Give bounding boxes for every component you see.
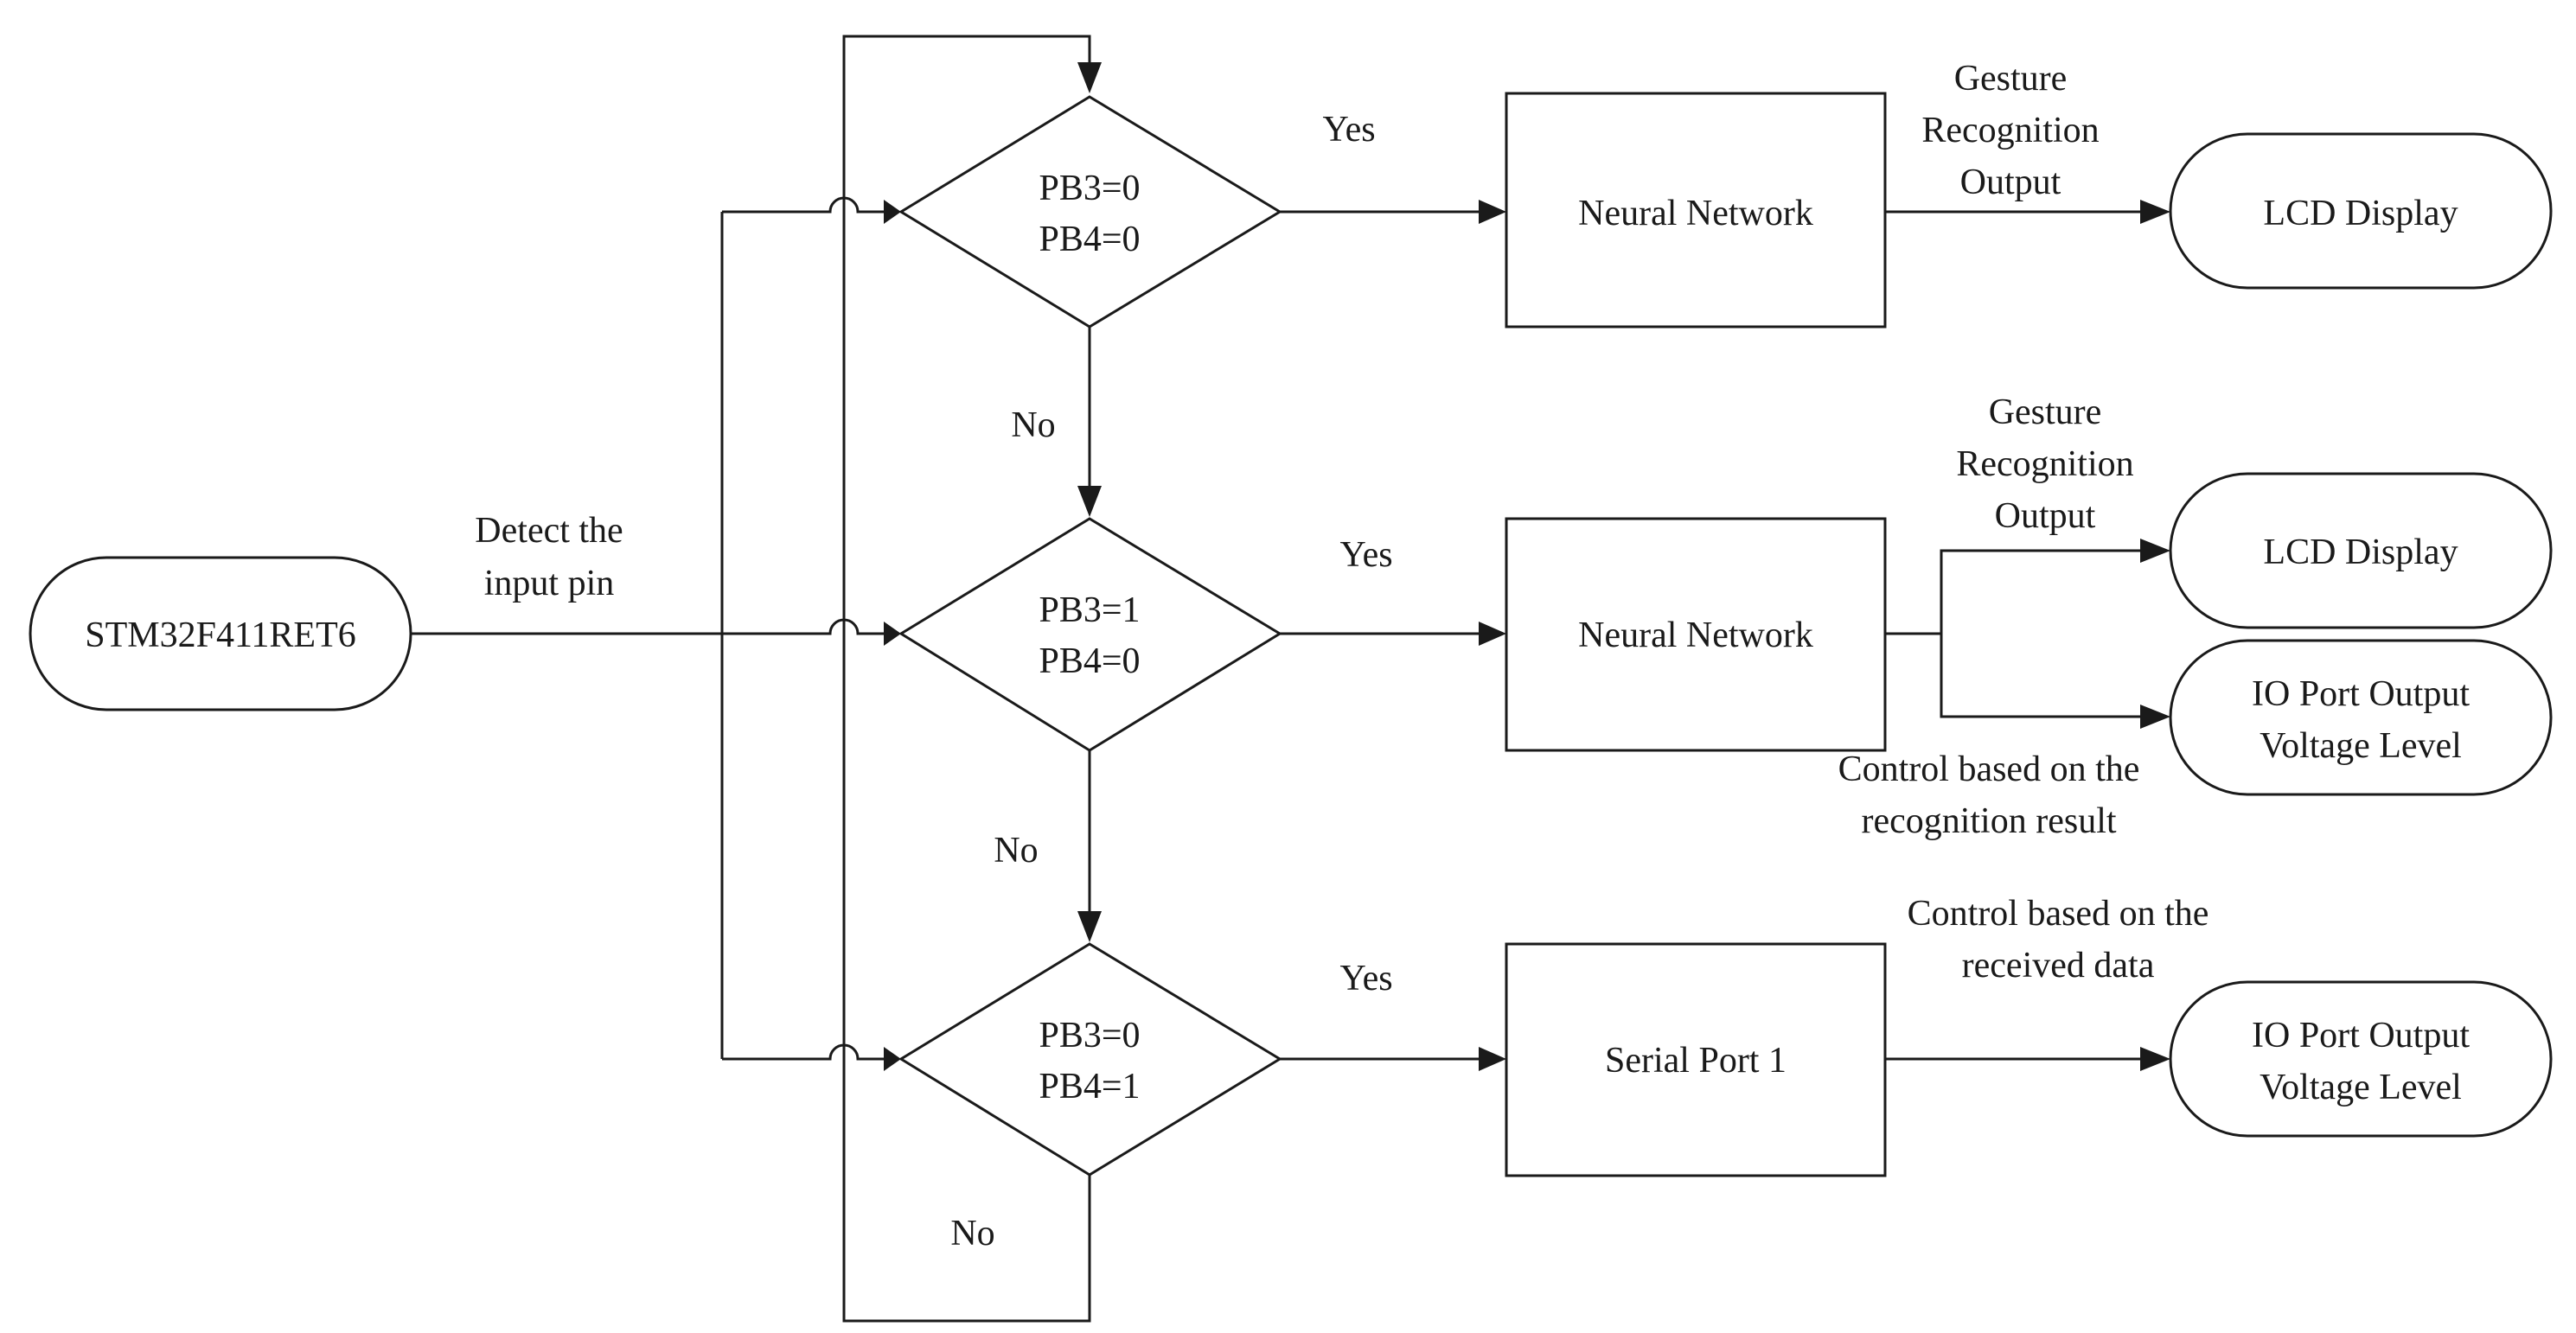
output-io-2-line-1: IO Port Output: [2252, 1016, 2470, 1056]
yes-label-1: Yes: [1322, 110, 1375, 150]
decision-2: PB3=1 PB4=0: [898, 517, 1282, 752]
output-io-2-line-2: Voltage Level: [2260, 1068, 2462, 1107]
process-serial-port: Serial Port 1: [1505, 942, 1887, 1177]
process-1-label: Neural Network: [1578, 194, 1813, 233]
arrowhead-into-decision-2: [884, 622, 901, 646]
connector-to-decision-3: [722, 1043, 884, 1061]
output-lcd-display-1: LCD Display: [2169, 132, 2553, 290]
decision-3-line-1: PB3=0: [1039, 1016, 1140, 1056]
control-recognition-line-1: Control based on the: [1838, 749, 2140, 789]
gesture-output-1-line-1: Gesture: [1954, 59, 2068, 99]
connector-to-decision-1: [722, 196, 884, 214]
decision-1-line-2: PB4=0: [1039, 220, 1140, 259]
output-lcd-1-label: LCD Display: [2263, 194, 2458, 233]
start-node-label: STM32F411RET6: [85, 615, 355, 655]
decision-2-line-1: PB3=1: [1039, 590, 1140, 630]
no-label-2: No: [994, 831, 1038, 871]
start-node: STM32F411RET6: [29, 556, 412, 711]
arrowhead-down-to-decision-3: [1077, 911, 1102, 942]
yes-label-2: Yes: [1339, 535, 1392, 575]
yes-label-3: Yes: [1339, 959, 1392, 998]
gesture-output-1-line-3: Output: [1960, 163, 2061, 202]
connector-to-decision-2: [722, 618, 884, 635]
connector-nn2-to-io: [1940, 634, 2140, 718]
arrowhead-to-lcd-1: [2140, 200, 2170, 224]
gesture-output-2-line-2: Recognition: [1956, 444, 2133, 484]
arrowhead-yes-3: [1479, 1047, 1506, 1071]
arrowhead-to-io-1: [2140, 705, 2170, 729]
output-lcd-2-label: LCD Display: [2263, 533, 2458, 572]
process-3-label: Serial Port 1: [1605, 1041, 1787, 1081]
control-received-line-1: Control based on the: [1908, 894, 2209, 934]
decision-1: PB3=0 PB4=0: [898, 95, 1282, 328]
decision-3: PB3=0 PB4=1: [898, 942, 1282, 1177]
arrowhead-yes-2: [1479, 622, 1506, 646]
output-io-port-1: IO Port Output Voltage Level: [2169, 639, 2553, 796]
control-received-line-2: received data: [1962, 946, 2155, 985]
gesture-output-2-line-1: Gesture: [1989, 392, 2102, 432]
output-io-1-line-1: IO Port Output: [2252, 674, 2470, 714]
process-neural-network-1: Neural Network: [1505, 92, 1887, 328]
arrowhead-into-decision-1: [884, 200, 901, 224]
arrowhead-into-decision-3: [884, 1047, 901, 1071]
arrowhead-to-io-2: [2140, 1047, 2170, 1071]
process-2-label: Neural Network: [1578, 615, 1813, 655]
detect-label-line-2: input pin: [484, 564, 615, 603]
arrowhead-to-lcd-2: [2140, 539, 2170, 563]
decision-2-line-2: PB4=0: [1039, 641, 1140, 681]
process-neural-network-2: Neural Network: [1505, 517, 1887, 752]
connector-loop-back: [842, 35, 1091, 1323]
no-label-3: No: [950, 1214, 994, 1253]
arrowhead-down-to-decision-2: [1077, 486, 1102, 517]
gesture-output-1-line-2: Recognition: [1921, 111, 2099, 150]
arrowhead-loop-down: [1077, 62, 1102, 93]
output-io-port-2: IO Port Output Voltage Level: [2169, 980, 2553, 1138]
decision-3-line-2: PB4=1: [1039, 1067, 1140, 1107]
connector-nn2-to-lcd: [1940, 549, 2140, 634]
output-lcd-display-2: LCD Display: [2169, 472, 2553, 629]
output-io-1-line-2: Voltage Level: [2260, 726, 2462, 766]
gesture-output-2-line-3: Output: [1995, 496, 2096, 536]
no-label-1: No: [1011, 405, 1055, 445]
control-recognition-line-2: recognition result: [1861, 801, 2116, 841]
arrowhead-yes-1: [1479, 200, 1506, 224]
detect-label-line-1: Detect the: [475, 511, 623, 551]
decision-1-line-1: PB3=0: [1039, 169, 1140, 208]
